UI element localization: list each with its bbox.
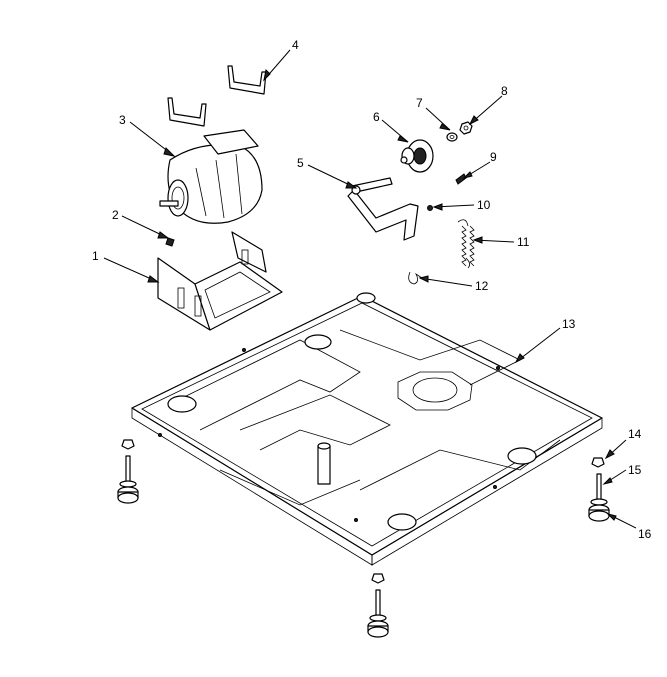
tension-spring	[457, 219, 475, 269]
leveling-leg-right	[588, 457, 610, 522]
leveling-bolt	[596, 473, 602, 501]
callout-15: 15	[628, 463, 642, 477]
callout-12: 12	[475, 279, 489, 293]
leveling-nut	[591, 457, 605, 468]
small-screw	[455, 173, 467, 185]
callout-numbers: 1 2 3 4 5 6 7 8 9 10 11 12 13 14 15 16	[92, 38, 652, 541]
callout-5: 5	[297, 156, 304, 170]
retaining-clip	[408, 271, 423, 285]
leader-lines	[103, 49, 637, 529]
callout-14: 14	[628, 427, 642, 441]
leveling-leg-bottom	[367, 573, 389, 638]
callout-3: 3	[119, 113, 126, 127]
callout-11: 11	[517, 235, 530, 249]
callout-13: 13	[562, 317, 576, 331]
callout-4: 4	[292, 38, 299, 52]
drive-motor	[159, 129, 263, 224]
idler-pulley	[400, 139, 434, 173]
callout-7: 7	[416, 96, 423, 110]
callout-16: 16	[638, 527, 652, 541]
motor-clips	[167, 65, 267, 127]
leveling-leg-left	[117, 439, 139, 504]
spacer	[427, 205, 433, 211]
base-plate	[131, 292, 603, 566]
callout-8: 8	[501, 84, 508, 98]
idler-arm	[347, 177, 419, 241]
callout-1: 1	[92, 249, 99, 263]
callout-9: 9	[490, 150, 497, 164]
callout-2: 2	[112, 208, 119, 222]
callout-10: 10	[477, 198, 491, 212]
washer	[446, 132, 458, 142]
callout-6: 6	[373, 110, 380, 124]
motor-mount-bracket	[157, 231, 283, 331]
screw	[165, 237, 175, 247]
